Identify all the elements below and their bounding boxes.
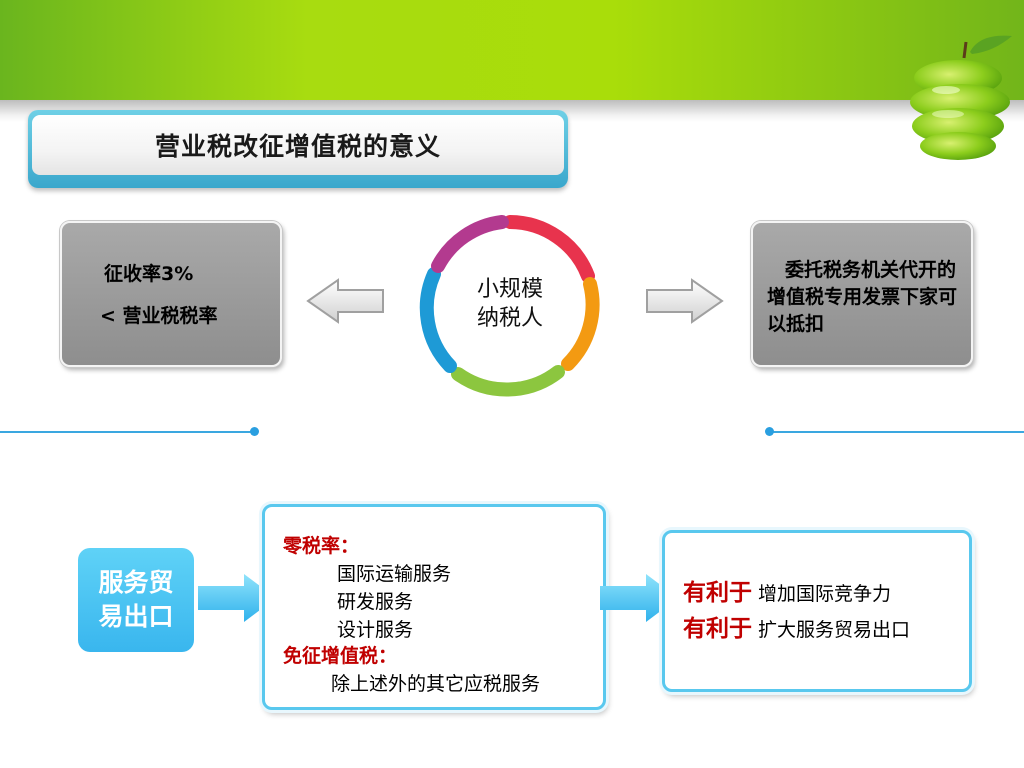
right-arrow-icon [646,278,724,324]
title-inner: 营业税改征增值税的意义 [32,115,564,175]
exempt-item: 除上述外的其它应税服务 [331,673,541,695]
divider-right [770,431,1024,433]
benefit-line: 有利于扩大服务贸易出口 [683,609,910,643]
blue-arrow-icon [198,574,276,622]
green-apple-icon [910,35,1012,160]
header-banner [0,0,1024,100]
divider-left [0,431,252,433]
tax-rate-comparison: < 营业税税率 [100,305,218,327]
rainbow-ring-icon [419,215,600,397]
badge-line1: 服务贸 [98,568,174,597]
invoice-text: 委托税务机关代开的增值税专用发票下家可以抵扣 [767,259,958,335]
zero-rate-item: 设计服务 [337,619,414,641]
invoice-box: 委托税务机关代开的增值税专用发票下家可以抵扣 [751,221,973,367]
divider-left-dot [250,427,259,436]
center-label-line1: 小规模 [476,277,543,302]
title-banner: 营业税改征增值税的意义 [28,110,568,188]
benefits-box: 有利于增加国际竞争力 有利于扩大服务贸易出口 [662,530,972,692]
tax-rate-box: 征收率3% < 营业税税率 [60,221,282,367]
divider-right-dot [765,427,774,436]
zero-rate-item: 研发服务 [337,591,414,613]
center-label-line2: 纳税人 [476,306,543,331]
zero-rate-item: 国际运输服务 [337,563,452,585]
slide-title: 营业税改征增值税的意义 [154,132,441,161]
tax-rate-text: 征收率3% [104,263,194,285]
service-export-badge: 服务贸 易出口 [78,548,194,652]
center-label: 小规模 纳税人 [440,275,580,333]
exempt-title: 免征增值税： [283,645,398,667]
services-box: 零税率： 国际运输服务 研发服务 设计服务 免征增值税： 除上述外的其它应税服务 [262,504,606,710]
blue-arrow-icon [600,574,678,622]
benefit-text: 增加国际竞争力 [758,583,892,605]
benefit-label: 有利于 [683,616,752,642]
benefit-text: 扩大服务贸易出口 [758,619,911,641]
benefit-label: 有利于 [683,580,752,606]
left-arrow-icon [306,278,384,324]
badge-line2: 易出口 [98,602,174,631]
benefit-line: 有利于增加国际竞争力 [683,573,891,607]
zero-rate-title: 零税率： [283,535,360,557]
